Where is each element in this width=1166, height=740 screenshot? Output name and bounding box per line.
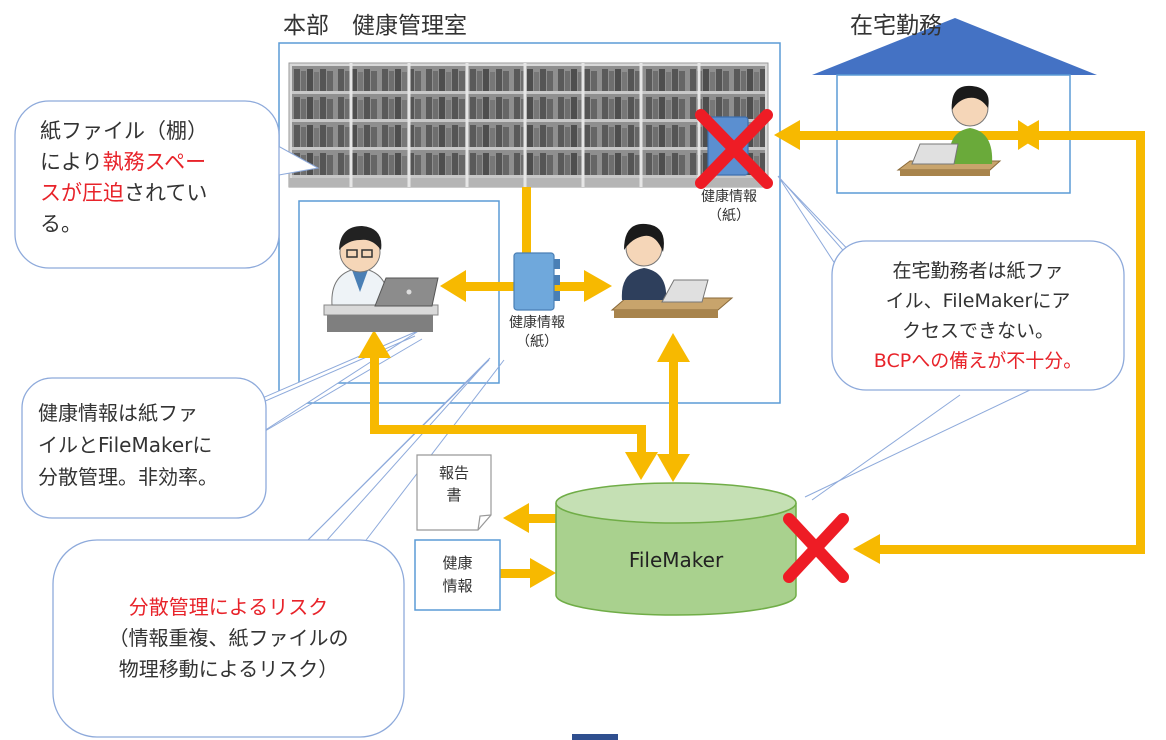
arrow-shelf-folder: [522, 187, 531, 259]
paper-file-center-line1: 健康情報: [509, 315, 565, 331]
bookshelf-icon: [288, 62, 769, 188]
callout-distributed-line1: 健康情報は紙ファ: [38, 401, 198, 425]
paper-file-top-label: 健康情報 （紙）: [686, 188, 772, 226]
callout-space-line1: 紙ファイル（棚）: [40, 119, 208, 143]
nurse-laptop-icon: [610, 223, 734, 318]
callout-distributed-text: 健康情報は紙ファ イルとFileMakerに 分散管理。非効率。: [38, 397, 218, 493]
callout-remote-line4: BCPへの備えが不十分。: [873, 350, 1083, 372]
paper-file-center-label: 健康情報 （紙）: [494, 314, 580, 352]
callout-distributed-line2: イルとFileMakerに: [38, 433, 213, 457]
callout-risk-bubble: [52, 539, 405, 738]
callout-space-line3a: スが圧迫: [40, 181, 124, 205]
bottom-bar: [572, 734, 618, 740]
callout-risk-text: 分散管理によるリスク （情報重複、紙ファイルの 物理移動によるリスク）: [56, 592, 401, 685]
arrow-remote-to-file: [798, 131, 1018, 140]
callout-distributed-line3: 分散管理。非効率。: [38, 465, 218, 489]
callout-risk-line3: 物理移動によるリスク）: [118, 657, 339, 681]
database-cylinder-icon: [555, 482, 797, 616]
callout-space-line4: る。: [40, 212, 82, 236]
house-roof-icon: [812, 18, 1097, 75]
report-doc-line2: 書: [446, 486, 462, 504]
report-doc-label: 報告 書: [417, 462, 491, 506]
callout-risk-line2: （情報重複、紙ファイルの: [108, 626, 349, 650]
callout-space-line2a: により: [40, 150, 103, 174]
paper-file-center-line2: （紙）: [516, 334, 558, 350]
report-document: [416, 454, 492, 531]
remote-title: 在宅勤務: [850, 13, 942, 39]
arrow-doctor-filemaker: [370, 356, 379, 434]
callout-space-text: 紙ファイル（棚） により執務スペー スが圧迫されてい る。: [40, 116, 208, 240]
paper-file-top-line2: （紙）: [708, 208, 750, 224]
callout-distributed-bubble: [21, 377, 267, 519]
folder-icon: [513, 252, 560, 311]
callout-risk-line1: 分散管理によるリスク: [128, 595, 329, 619]
arrow-health-filemaker: [500, 569, 532, 578]
remote-worker-icon: [896, 85, 1002, 176]
arrow-remote-to-filemaker: [878, 545, 1145, 554]
callout-remote-bubble: [831, 240, 1125, 391]
cross-icon: [783, 513, 849, 583]
cross-icon: [695, 109, 773, 189]
health-doc-line1: 健康: [442, 554, 473, 572]
health-document: [414, 539, 501, 611]
callout-remote-line2: イル、FileMakerにア: [885, 290, 1071, 312]
callout-space-line3b: されてい: [124, 181, 208, 205]
paper-file-top-line1: 健康情報: [701, 189, 757, 205]
health-doc-line2: 情報: [442, 577, 473, 595]
arrow-filemaker-report: [527, 514, 557, 523]
health-doc-label: 健康 情報: [415, 552, 500, 598]
database-label: FileMaker: [628, 548, 724, 572]
callout-remote-line3: クセスできない。: [901, 320, 1054, 342]
callout-remote-text: 在宅勤務者は紙ファ イル、FileMakerにア クセスできない。 BCPへの備…: [840, 256, 1116, 376]
arrow-nurse-filemaker: [669, 360, 678, 456]
headquarters-title: 本部 健康管理室: [283, 13, 467, 39]
callout-remote-line1: 在宅勤務者は紙ファ: [892, 260, 1064, 282]
callout-space-bubble: [14, 100, 280, 269]
callout-space-line2b: 執務スペー: [102, 150, 207, 174]
report-doc-line1: 報告: [438, 464, 469, 482]
doctor-laptop-icon: [323, 226, 439, 332]
